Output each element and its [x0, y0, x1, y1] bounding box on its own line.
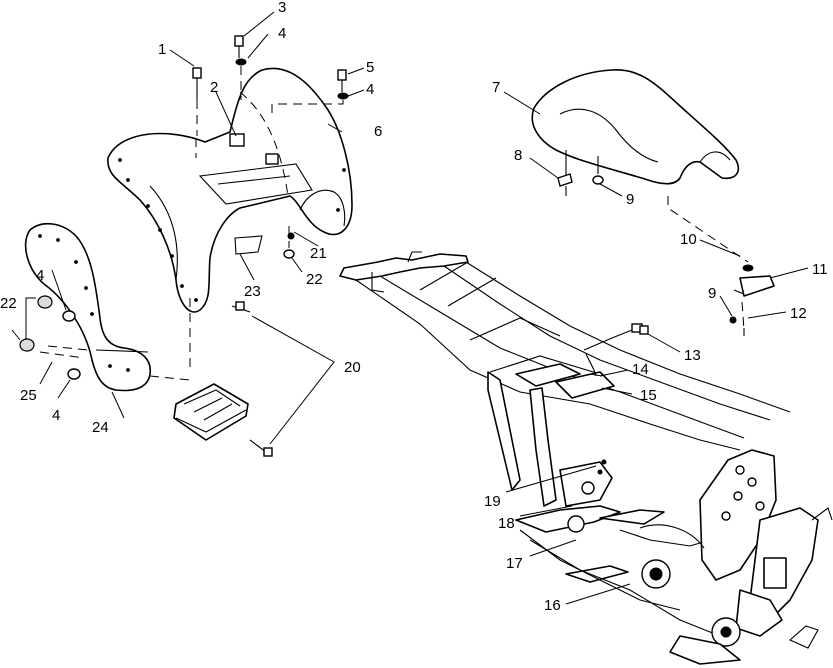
- side-flap: [11, 223, 191, 392]
- callout-24: 24: [92, 419, 109, 436]
- callout-21: 21: [310, 245, 327, 262]
- callout-8: 8: [514, 147, 522, 164]
- leader-lines: [39, 11, 809, 605]
- callout-5: 5: [366, 59, 374, 76]
- callout-23: 23: [244, 283, 261, 300]
- callout-7: 7: [492, 79, 500, 96]
- callout-18: 18: [498, 515, 515, 532]
- callout-16: 16: [544, 597, 561, 614]
- callout-22: 22: [0, 295, 17, 312]
- seat-latch: [667, 196, 775, 336]
- callout-2: 2: [210, 79, 218, 96]
- callout-4: 4: [278, 25, 286, 42]
- fender-hardware-top: [192, 35, 349, 259]
- callout-1: 1: [158, 41, 166, 58]
- callout-11: 11: [812, 261, 828, 278]
- callout-22: 22: [306, 271, 323, 288]
- callout-14: 14: [632, 361, 649, 378]
- callout-9: 9: [708, 285, 716, 302]
- callout-19: 19: [484, 493, 501, 510]
- callout-4: 4: [52, 407, 60, 424]
- rear-fender: [107, 67, 353, 313]
- callout-20: 20: [344, 359, 361, 376]
- callout-9: 9: [626, 191, 634, 208]
- callout-6: 6: [374, 123, 382, 140]
- callout-10: 10: [680, 231, 697, 248]
- callout-4: 4: [36, 267, 44, 284]
- skid-plate: [173, 301, 335, 457]
- callout-25: 25: [20, 387, 37, 404]
- callout-3: 3: [278, 0, 286, 16]
- callout-labels: 1 2 3 4 5 4 6 7 8 9 10 11 9 12 13 14 15 …: [0, 0, 828, 614]
- callout-12: 12: [790, 305, 807, 322]
- callout-13: 13: [684, 347, 701, 364]
- callout-4: 4: [366, 81, 374, 98]
- callout-15: 15: [640, 387, 657, 404]
- main-frame: [339, 251, 833, 665]
- seat: [531, 69, 740, 196]
- callout-17: 17: [506, 555, 523, 572]
